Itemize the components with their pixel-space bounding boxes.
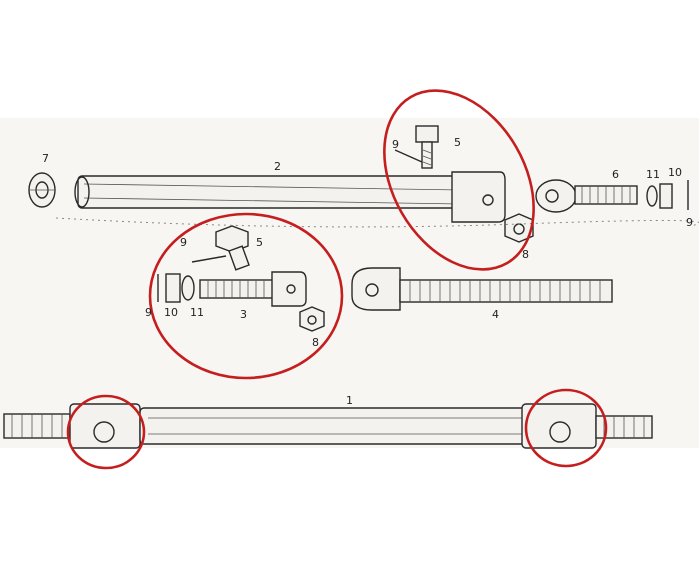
highlight-ellipse-top — [383, 89, 535, 271]
label-part-11-right: 11 — [646, 168, 660, 181]
label-part-5-mid: 5 — [256, 236, 263, 249]
label-part-11-mid: 11 — [190, 306, 204, 319]
highlight-circle-bottom-right — [524, 388, 608, 468]
label-part-8-top: 8 — [522, 248, 529, 261]
label-part-1: 1 — [346, 394, 353, 407]
label-part-6: 6 — [612, 168, 619, 181]
part-5-bolt-mid — [215, 225, 250, 271]
part-5-bolt-top — [415, 125, 439, 169]
part-8-castle-nut-mid — [299, 306, 325, 332]
part-6-rod-end — [535, 179, 638, 213]
part-3-clevis — [199, 271, 307, 307]
label-part-7: 7 — [42, 152, 49, 165]
part-11-washer-mid — [181, 275, 195, 301]
label-part-2: 2 — [274, 160, 281, 173]
part-9-pin-mid — [157, 255, 227, 302]
label-part-10-mid: 10 — [164, 306, 178, 319]
part-4-threaded-rod — [351, 267, 613, 311]
part-9-pin-top — [394, 149, 423, 163]
part-8-castle-nut-top — [504, 213, 534, 243]
label-part-8-mid: 8 — [312, 336, 319, 349]
label-part-5-top: 5 — [454, 136, 461, 149]
label-part-9-mid: 9 — [180, 236, 187, 249]
part-2-tube — [74, 171, 506, 223]
label-part-4: 4 — [492, 308, 499, 321]
label-part-10-right: 10 — [668, 166, 682, 179]
label-part-9-top: 9 — [392, 138, 399, 151]
highlight-circle-bottom-left — [66, 394, 146, 470]
label-part-9-left: 9 — [145, 306, 152, 319]
part-1-assembled-link — [3, 403, 653, 449]
label-part-9-right: 9 — [686, 216, 693, 229]
highlight-ellipse-middle — [148, 212, 344, 380]
label-part-3: 3 — [240, 308, 247, 321]
part-10-nut-right — [659, 183, 673, 209]
part-10-nut-mid — [165, 273, 181, 303]
part-11-washer-right — [646, 185, 658, 207]
part-7-nut — [28, 172, 56, 208]
